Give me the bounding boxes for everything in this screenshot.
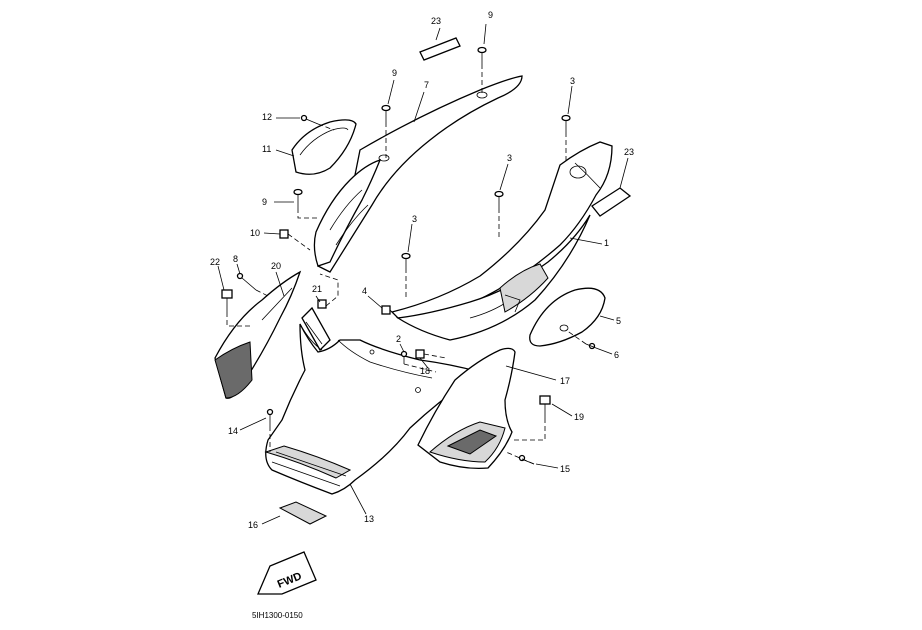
- screw-9-top: [477, 46, 487, 64]
- part-20-inner-panel: [214, 270, 302, 399]
- callout-9-top: 9: [488, 10, 493, 20]
- screw-14: [266, 408, 274, 426]
- callout-3-b: 3: [507, 153, 512, 163]
- callout-15: 15: [560, 464, 570, 474]
- callout-1: 1: [604, 238, 609, 248]
- callout-17: 17: [560, 376, 570, 386]
- callout-5: 5: [616, 316, 621, 326]
- part-23-label-b: [591, 187, 632, 217]
- callout-11: 11: [262, 144, 271, 154]
- callout-6: 6: [614, 350, 619, 360]
- screw-3-a: [561, 114, 571, 132]
- drawing-code: 5IH1300-0150: [252, 611, 303, 620]
- callout-9-mid: 9: [392, 68, 397, 78]
- part-16-pad: [278, 501, 328, 525]
- leader-lines: [217, 23, 629, 525]
- callout-19: 19: [574, 412, 584, 422]
- part-21-bracket: [301, 306, 331, 352]
- callout-22: 22: [210, 257, 220, 267]
- callout-3-c: 3: [412, 214, 417, 224]
- fwd-arrow-icon: FWD: [257, 551, 317, 595]
- callout-23-b: 23: [624, 147, 634, 157]
- callout-13: 13: [364, 514, 374, 524]
- screw-9-mid: [381, 104, 391, 122]
- callout-4: 4: [362, 286, 367, 296]
- part-17-footrest-panel: [417, 347, 516, 470]
- callout-9-left: 9: [262, 197, 267, 207]
- callout-7: 7: [424, 80, 429, 90]
- callout-21: 21: [312, 284, 322, 294]
- screw-6: [585, 342, 597, 350]
- bolt-19: [539, 395, 551, 418]
- part-11-trim-cover: [291, 119, 357, 175]
- callout-10: 10: [250, 228, 260, 238]
- callout-14: 14: [228, 426, 238, 436]
- callout-20: 20: [271, 261, 281, 271]
- callout-18: 18: [420, 366, 430, 376]
- part-5-oval-cover: [529, 287, 606, 347]
- screw-3-c: [401, 252, 411, 268]
- part-23-label-a: [419, 37, 461, 61]
- callout-2: 2: [396, 334, 401, 344]
- part-7-upper-cover: [313, 75, 523, 273]
- screw-3-b: [494, 190, 504, 208]
- callouts: 23 9 9 7 3 12 11 23 3 9 3 10 1 22 8 20 2…: [210, 10, 634, 530]
- screw-9-left: [293, 188, 303, 208]
- screw-8: [236, 272, 257, 291]
- part-1-side-cover: [390, 141, 613, 341]
- bolt-22: [221, 289, 233, 312]
- callout-3-a: 3: [570, 76, 575, 86]
- callout-12: 12: [262, 112, 272, 122]
- callout-16: 16: [248, 520, 258, 530]
- clip-18: [415, 349, 425, 359]
- screw-12: [300, 114, 319, 125]
- clip-21: [317, 299, 327, 309]
- callout-8: 8: [233, 254, 238, 264]
- callout-23-a: 23: [431, 16, 441, 26]
- clip-10: [279, 229, 289, 239]
- clip-4: [381, 305, 391, 315]
- assembly-lines: [226, 64, 587, 465]
